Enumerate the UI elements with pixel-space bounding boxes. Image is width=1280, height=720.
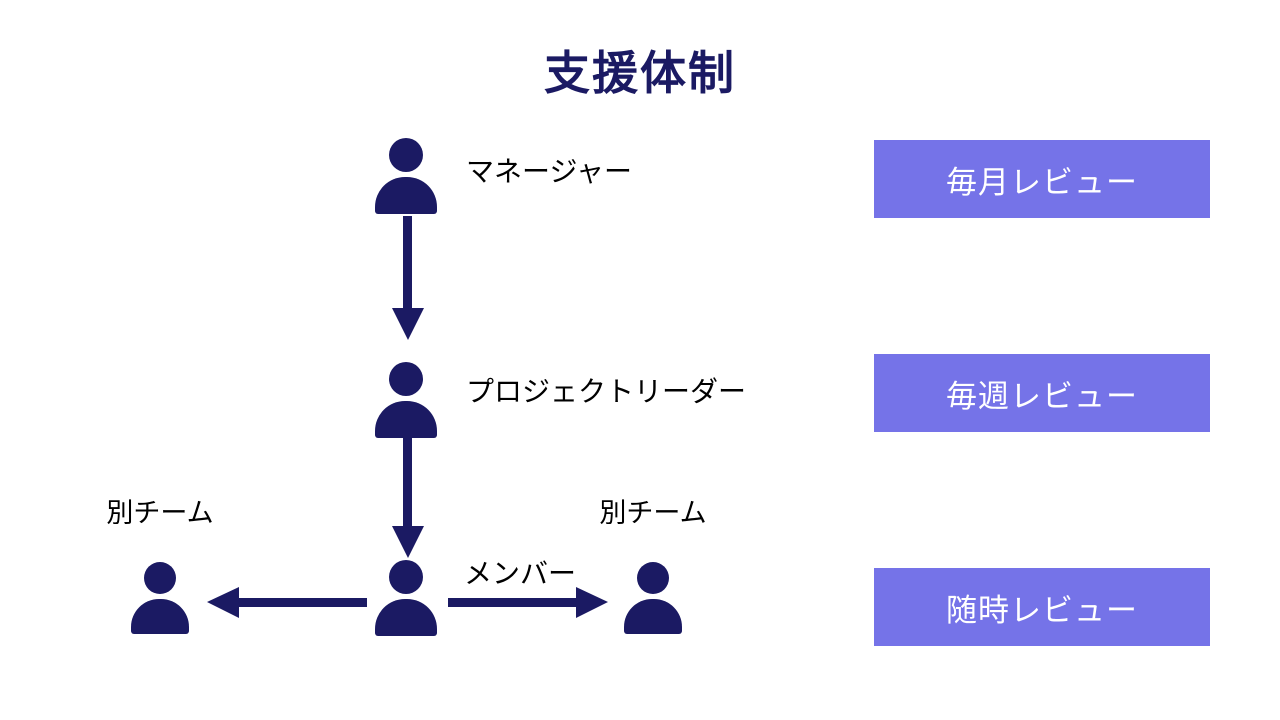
person-head-icon (637, 562, 669, 594)
person-icon-other-team-left[interactable] (128, 562, 192, 634)
person-body-icon (375, 401, 437, 438)
person-head-icon (389, 138, 423, 172)
person-head-icon (144, 562, 176, 594)
person-icon-project-leader[interactable] (372, 362, 440, 438)
page-title: 支援体制 (544, 47, 736, 99)
node-label-other-team-right: 別チーム (599, 498, 707, 528)
arrow-right-icon-member-to-right-team (448, 587, 608, 618)
node-label-member: メンバー (464, 558, 577, 589)
review-box-monthly[interactable]: 毎月レビュー (874, 140, 1210, 218)
person-body-icon (375, 599, 437, 636)
review-box-weekly[interactable]: 毎週レビュー (874, 354, 1210, 432)
person-icon-other-team-right[interactable] (621, 562, 685, 634)
node-label-manager: マネージャー (466, 156, 633, 187)
person-head-icon (389, 362, 423, 396)
node-label-other-team-left: 別チーム (106, 498, 214, 528)
person-body-icon (131, 599, 189, 634)
person-body-icon (624, 599, 682, 634)
person-icon-member[interactable] (372, 560, 440, 636)
person-body-icon (375, 177, 437, 214)
arrow-left-icon-member-to-left-team (207, 587, 367, 618)
review-box-anytime[interactable]: 随時レビュー (874, 568, 1210, 646)
node-label-project-leader: プロジェクトリーダー (466, 376, 747, 407)
arrow-down-icon-manager-to-leader (392, 216, 424, 340)
person-icon-manager[interactable] (372, 138, 440, 214)
arrow-down-icon-leader-to-member (392, 436, 424, 558)
person-head-icon (389, 560, 423, 594)
